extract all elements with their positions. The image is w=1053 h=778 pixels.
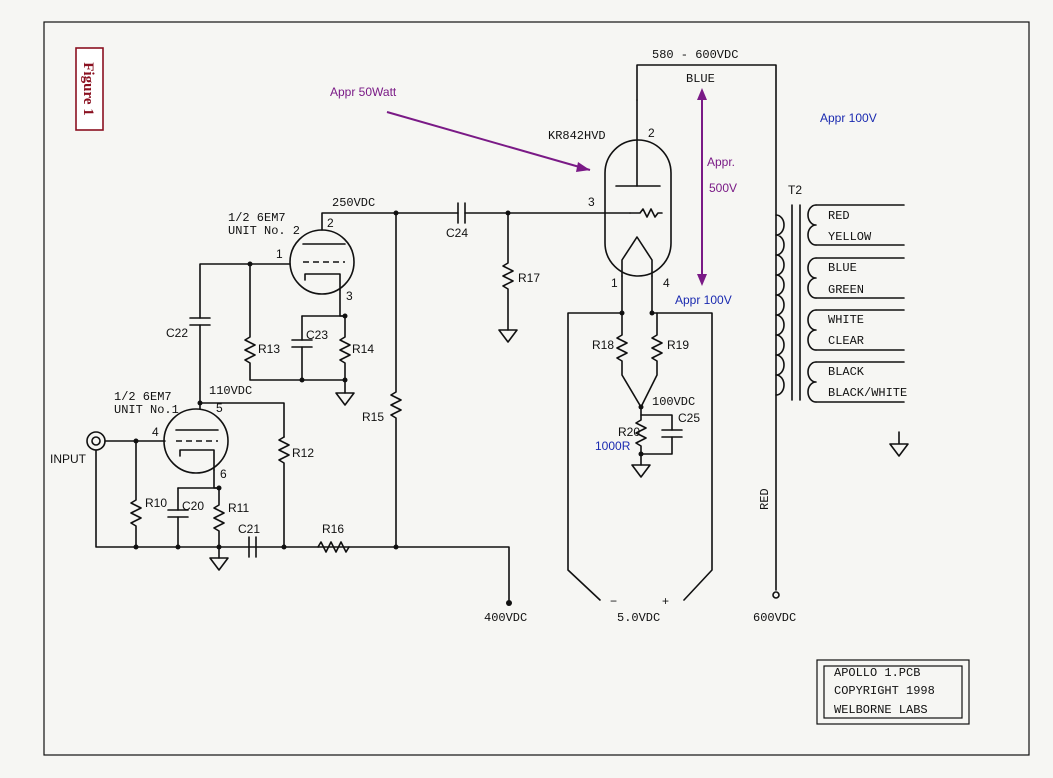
- r13-label: R13: [258, 342, 280, 356]
- kr-pin2: 2: [648, 126, 655, 140]
- tube-unit-2: [289, 229, 355, 295]
- c24-label: C24: [446, 226, 468, 240]
- r15-label: R15: [362, 410, 384, 424]
- u2-pin3: 3: [346, 289, 353, 303]
- unit1-label-1: 1/2 6EM7: [114, 390, 172, 404]
- r20-value: 1000R: [595, 439, 631, 453]
- c23-label: C23: [306, 328, 328, 342]
- appr-100v-top: Appr 100V: [820, 111, 877, 125]
- appr-annotation: Appr.: [707, 155, 735, 169]
- kr-pin1: 1: [611, 276, 618, 290]
- u1-pin6: 6: [220, 467, 227, 481]
- c20-label: C20: [182, 499, 204, 513]
- kr842hvd-label: KR842HVD: [548, 129, 606, 143]
- ground-symbol-r17: [498, 329, 518, 343]
- r14-label: R14: [352, 342, 374, 356]
- title-line-3: WELBORNE LABS: [834, 703, 928, 717]
- tube-unit-1: [163, 408, 229, 474]
- transformer-t2: [775, 204, 905, 403]
- v100-label: 100VDC: [652, 395, 695, 409]
- t2-label: T2: [788, 183, 802, 197]
- wire-blue-label: BLUE: [686, 72, 715, 86]
- r10-label: R10: [145, 496, 167, 510]
- figure-label-text: Figure 1: [80, 62, 96, 115]
- r12-label: R12: [292, 446, 314, 460]
- v110-label: 110VDC: [209, 384, 252, 398]
- input-label: INPUT: [50, 452, 87, 466]
- sec-wire-5: CLEAR: [828, 334, 864, 348]
- power-annotation: Appr 50Watt: [330, 85, 397, 99]
- u2-pin1: 1: [276, 247, 283, 261]
- u1-pin5: 5: [216, 401, 223, 415]
- sec-wire-3: GREEN: [828, 283, 864, 297]
- title-line-2: COPYRIGHT 1998: [834, 684, 935, 698]
- v5-label: 5.0VDC: [617, 611, 660, 625]
- minus-sign: −: [610, 594, 617, 608]
- sec-wire-2: BLUE: [828, 261, 857, 275]
- unit2-label-1: 1/2 6EM7: [228, 211, 286, 225]
- sec-wire-1: YELLOW: [828, 230, 872, 244]
- wire-red-label: RED: [758, 488, 772, 510]
- ground-symbol-u2: [335, 392, 355, 406]
- ground-symbol-u1: [209, 557, 229, 571]
- unit2-label-2: UNIT No. 2: [228, 224, 300, 238]
- appr-500v-annotation: 500V: [709, 181, 737, 195]
- v600-label: 600VDC: [753, 611, 796, 625]
- unit1-label-2: UNIT No.1: [114, 403, 179, 417]
- page-frame: [43, 21, 1030, 756]
- r17-label: R17: [518, 271, 540, 285]
- input-jack[interactable]: [86, 431, 106, 451]
- kr-pin3: 3: [588, 195, 595, 209]
- figure-label: Figure 1: [75, 47, 104, 131]
- u2-pin2: 2: [327, 216, 334, 230]
- sec-wire-6: BLACK: [828, 365, 865, 379]
- r20-label: R20: [618, 425, 640, 439]
- c21-label: C21: [238, 522, 260, 536]
- u1-pin4: 4: [152, 425, 159, 439]
- sec-wire-4: WHITE: [828, 313, 864, 327]
- title-line-1: APOLLO 1.PCB: [834, 666, 920, 680]
- r18-label: R18: [592, 338, 614, 352]
- r11-label: R11: [228, 501, 249, 515]
- ground-symbol-r20: [631, 464, 651, 478]
- plus-sign: +: [662, 594, 669, 608]
- sec-wire-7: BLACK/WHITE: [828, 386, 907, 400]
- sec-wire-0: RED: [828, 209, 850, 223]
- r19-label: R19: [667, 338, 689, 352]
- c22-label: C22: [166, 326, 188, 340]
- c25-label: C25: [678, 411, 700, 425]
- ground-symbol-t2: [889, 431, 909, 457]
- v250-label: 250VDC: [332, 196, 375, 210]
- r16-label: R16: [322, 522, 344, 536]
- tube-kr842hvd: [604, 99, 672, 277]
- title-block: [816, 659, 970, 725]
- v400-label: 400VDC: [484, 611, 527, 625]
- kr-pin4: 4: [663, 276, 670, 290]
- appr-100v-cathode: Appr 100V: [675, 293, 732, 307]
- anode-supply-label: 580 - 600VDC: [652, 48, 738, 62]
